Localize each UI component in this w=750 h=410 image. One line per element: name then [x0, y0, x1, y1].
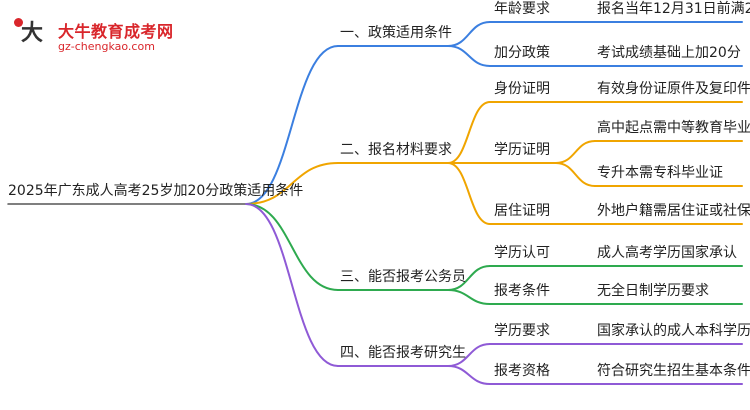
branch-connector-3 [245, 203, 339, 291]
leaf-topic-1-2-1: 考试成绩基础上加20分 [597, 45, 741, 61]
bull-head-logo-icon: 大 [12, 16, 52, 50]
logo-url: gz-chengkao.com [58, 40, 155, 53]
leaf-topic-3-1-1: 成人高考学历国家承认 [597, 245, 737, 261]
child-connector-1-1 [447, 21, 491, 47]
leaf-topic-4-1-1: 国家承认的成人本科学历 [597, 323, 750, 339]
branch-topic-2: 二、报名材料要求 [340, 142, 452, 158]
leaf-connector-2-2-1 [555, 140, 596, 164]
child-topic-2-2: 学历证明 [494, 142, 550, 158]
child-topic-2-3: 居住证明 [494, 203, 550, 219]
child-topic-1-2: 加分政策 [494, 45, 550, 61]
leaf-topic-3-2-1: 无全日制学历要求 [597, 283, 709, 299]
leaf-topic-2-1-1: 有效身份证原件及复印件 [597, 81, 750, 97]
child-topic-2-1: 身份证明 [494, 81, 550, 97]
leaf-topic-2-3-1: 外地户籍需居住证或社保证明 [597, 203, 750, 219]
branch-topic-1: 一、政策适用条件 [340, 25, 452, 41]
child-connector-2-3 [447, 162, 491, 225]
child-topic-1-1: 年龄要求 [494, 1, 550, 17]
child-topic-3-1: 学历认可 [494, 245, 550, 261]
child-connector-4-2 [447, 365, 491, 385]
root-topic: 2025年广东成人高考25岁加20分政策适用条件 [8, 183, 304, 199]
leaf-topic-1-1-1: 报名当年12月31日前满25岁 [597, 1, 750, 17]
branch-topic-4: 四、能否报考研究生 [340, 345, 466, 361]
leaf-connector-2-2-2 [555, 162, 596, 187]
child-connector-2-1 [447, 101, 491, 164]
child-connector-3-1 [447, 265, 491, 291]
branch-topic-3: 三、能否报考公务员 [340, 269, 466, 285]
branch-connector-1 [245, 45, 339, 205]
branch-connector-4 [245, 203, 339, 367]
child-topic-4-2: 报考资格 [494, 363, 550, 379]
child-connector-3-2 [447, 289, 491, 305]
branch-connector-2 [245, 162, 339, 205]
logo-title: 大牛教育成考网 [58, 22, 174, 41]
leaf-topic-2-2-1: 高中起点需中等教育毕业证 [597, 120, 750, 136]
child-connector-1-2 [447, 45, 491, 67]
leaf-topic-4-2-1: 符合研究生招生基本条件 [597, 363, 750, 379]
site-logo[interactable]: 大 大牛教育成考网 gz-chengkao.com [6, 8, 173, 56]
child-topic-3-2: 报考条件 [494, 283, 550, 299]
leaf-topic-2-2-2: 专升本需专科毕业证 [597, 165, 723, 181]
child-topic-4-1: 学历要求 [494, 323, 550, 339]
